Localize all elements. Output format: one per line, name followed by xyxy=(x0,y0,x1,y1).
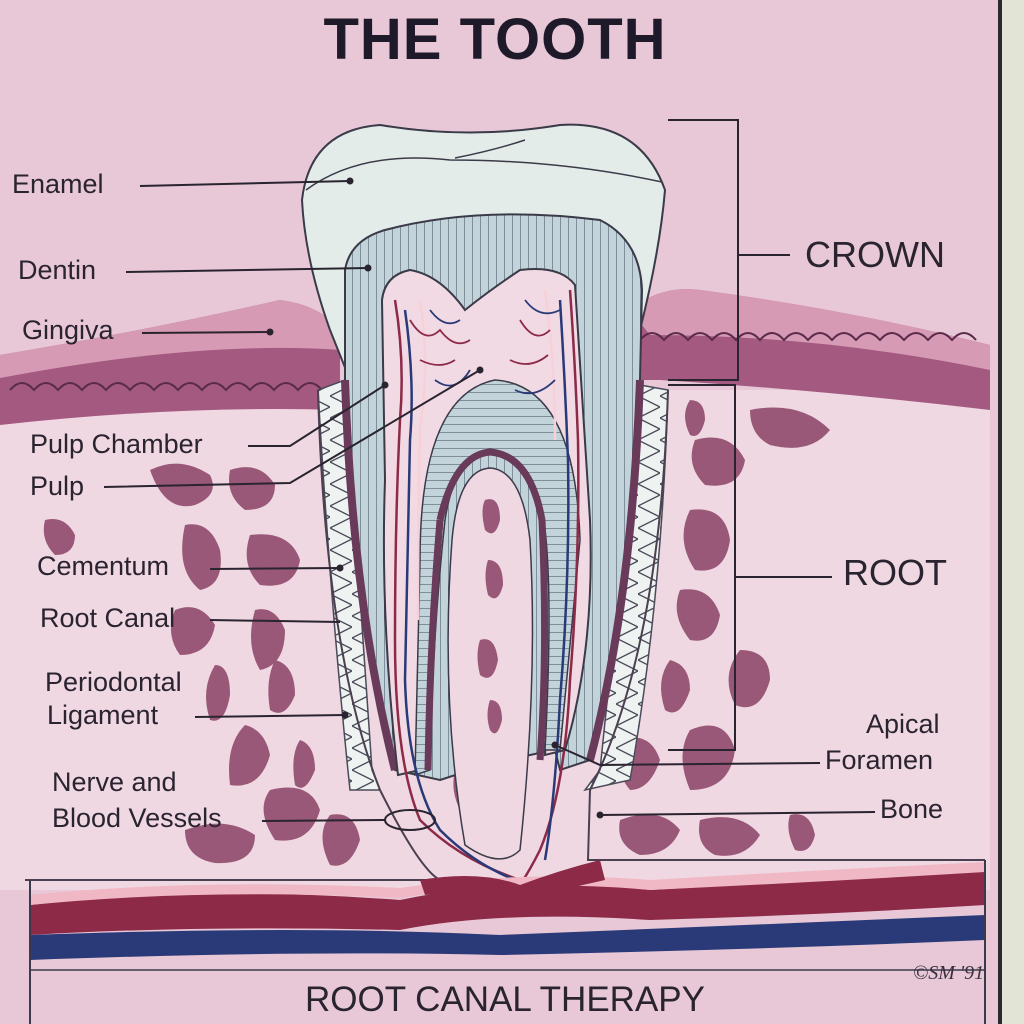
vein-band xyxy=(30,915,985,960)
label-nerve-line1: Nerve and xyxy=(52,767,177,797)
footer-caption: ROOT CANAL THERAPY xyxy=(304,980,705,1019)
leader-lines xyxy=(103,177,876,831)
root-bracket xyxy=(668,384,736,751)
label-periodontal-line2: Ligament xyxy=(47,700,159,730)
label-enamel: Enamel xyxy=(12,169,104,199)
label-apical-line2: Foramen xyxy=(825,745,934,775)
copyright-mark: ©SM '91 xyxy=(913,962,985,984)
wall-right xyxy=(1000,0,1024,1024)
label-bone: Bone xyxy=(880,794,944,824)
label-nerve-line2: Blood Vessels xyxy=(52,803,222,833)
label-cementum: Cementum xyxy=(37,551,170,581)
cementum xyxy=(341,379,399,771)
label-crown: CROWN xyxy=(805,234,945,275)
label-apical-line1: Apical xyxy=(866,709,940,739)
label-gingiva: Gingiva xyxy=(22,315,114,345)
diagram-title: THE TOOTH xyxy=(323,7,667,72)
crown-bracket xyxy=(668,119,739,381)
bone-spots xyxy=(43,400,830,866)
label-root-canal: Root Canal xyxy=(40,603,176,633)
label-dentin: Dentin xyxy=(18,255,97,285)
nerve-vessels xyxy=(393,289,580,887)
label-root: ROOT xyxy=(843,552,947,593)
artery-band xyxy=(30,870,985,935)
label-pulp-chamber: Pulp Chamber xyxy=(30,429,203,459)
label-pulp: Pulp xyxy=(30,471,85,501)
label-periodontal-line1: Periodontal xyxy=(45,667,182,697)
periodontal-ligament xyxy=(317,378,382,791)
